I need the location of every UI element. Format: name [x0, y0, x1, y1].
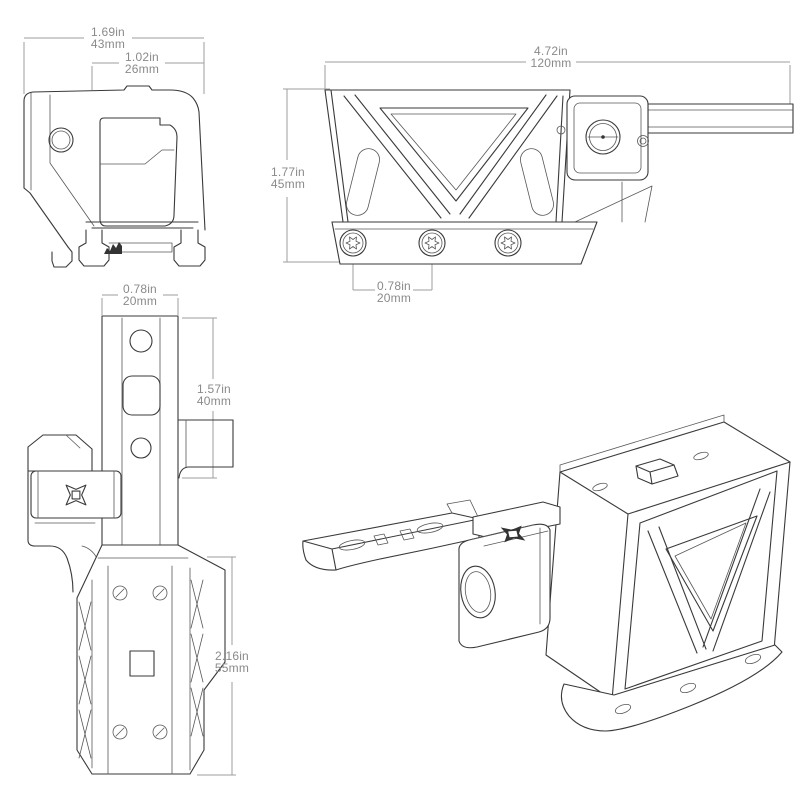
dim-value-metric: 45mm [270, 176, 306, 191]
knob-cylinder [458, 523, 551, 649]
thread-serration [104, 242, 122, 254]
rail-arm [302, 499, 561, 571]
dim-value-metric: 40mm [196, 393, 232, 408]
dimension-lines [23, 37, 791, 776]
dim-value-metric: 20mm [122, 293, 158, 308]
dim-side-inner-width: 1.02in 26mm [124, 50, 160, 76]
view-side-elevation [23, 85, 206, 268]
dim-value-inches: 4.72in [534, 44, 568, 58]
view-front-elevation [324, 89, 794, 265]
brand-star-icon [500, 525, 526, 543]
dim-value-inches: 2.16in [215, 649, 249, 663]
dim-top-upper-height: 1.57in 40mm [196, 382, 232, 408]
adjustment-knob [566, 95, 649, 181]
torx-screw-icon [494, 229, 522, 257]
dim-value-metric: 26mm [124, 61, 160, 76]
dim-value-inches: 1.02in [125, 50, 159, 64]
dim-value-metric: 55mm [214, 660, 250, 675]
dim-top-lower-height: 2.16in 55mm [214, 649, 250, 675]
dim-value-inches: 0.78in [377, 279, 411, 293]
dim-value-metric: 43mm [90, 36, 126, 51]
view-top-profile [27, 315, 234, 775]
dim-front-height: 1.77in 45mm [270, 165, 306, 191]
torx-screw-icon [339, 229, 367, 257]
dim-value-inches: 1.69in [91, 25, 125, 39]
dim-front-overall-width: 4.72in 120mm [530, 44, 572, 70]
dim-side-overall-width: 1.69in 43mm [90, 25, 126, 51]
screw-holes [112, 585, 168, 740]
dim-value-metric: 120mm [530, 55, 572, 70]
view-isometric [302, 414, 791, 732]
dim-value-inches: 1.57in [197, 382, 231, 396]
dim-value-inches: 0.78in [123, 282, 157, 296]
dim-front-screw-spacing: 0.78in 20mm [376, 279, 412, 305]
torx-screw-icon [418, 229, 446, 257]
dim-value-inches: 1.77in [271, 165, 305, 179]
brand-star-icon [65, 484, 87, 506]
dim-value-metric: 20mm [376, 290, 412, 305]
dim-top-column-width: 0.78in 20mm [122, 282, 158, 308]
